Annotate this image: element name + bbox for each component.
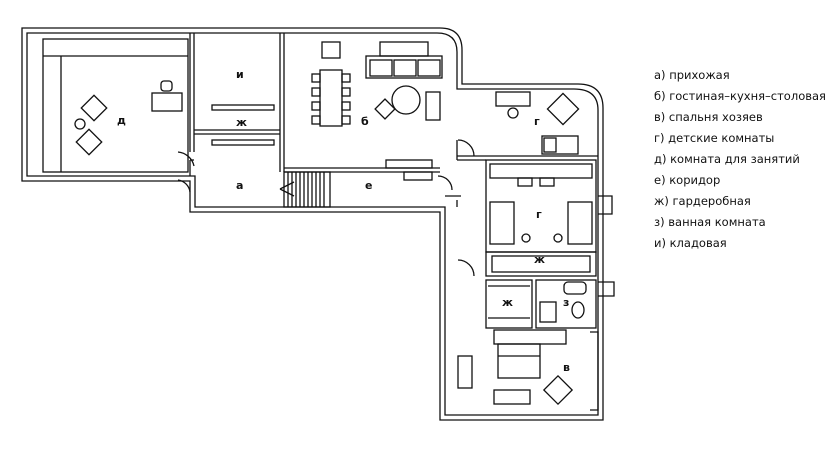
outer-walls (21, 27, 604, 421)
room-label-e: е (365, 179, 372, 192)
legend-item-d: д) комната для занятий (654, 152, 800, 166)
room-label-g2: г (536, 208, 542, 221)
children-wardrobe (485, 251, 597, 277)
room-label-z: з (563, 296, 569, 309)
room-label-v: в (563, 361, 570, 374)
doors (177, 139, 615, 297)
room-label-zh1: ж (236, 116, 247, 129)
storage-wardrobe (211, 104, 275, 146)
master-bedroom (457, 329, 599, 411)
stairs (279, 171, 331, 208)
legend-item-b: б) гостиная–кухня–столовая (654, 89, 826, 103)
room-label-a: а (236, 179, 243, 192)
legend-item-v: в) спальня хозяев (654, 110, 763, 124)
legend-item-zh: ж) гардеробная (654, 194, 751, 208)
child-room-1 (495, 91, 580, 155)
room-label-b: б (361, 115, 369, 128)
room-label-g1: г (534, 115, 540, 128)
legend-item-i: и) кладовая (654, 236, 727, 250)
legend-item-e: е) коридор (654, 173, 721, 187)
legend-item-a: а) прихожая (654, 68, 730, 82)
legend-item-g: г) детские комнаты (654, 131, 775, 145)
room-label-d: д (117, 114, 126, 127)
room-label-zh3: ж (502, 296, 513, 309)
room-labels: а б в г г д е ж ж ж з и (117, 68, 570, 374)
bath-wardrobe (485, 279, 597, 329)
room-study-walls (42, 38, 189, 173)
room-label-zh2: ж (534, 253, 545, 266)
child-room-2 (485, 159, 597, 253)
legend-item-z: з) ванная комната (654, 215, 766, 229)
living-room-furniture (311, 41, 443, 181)
room-label-i: и (236, 68, 244, 81)
